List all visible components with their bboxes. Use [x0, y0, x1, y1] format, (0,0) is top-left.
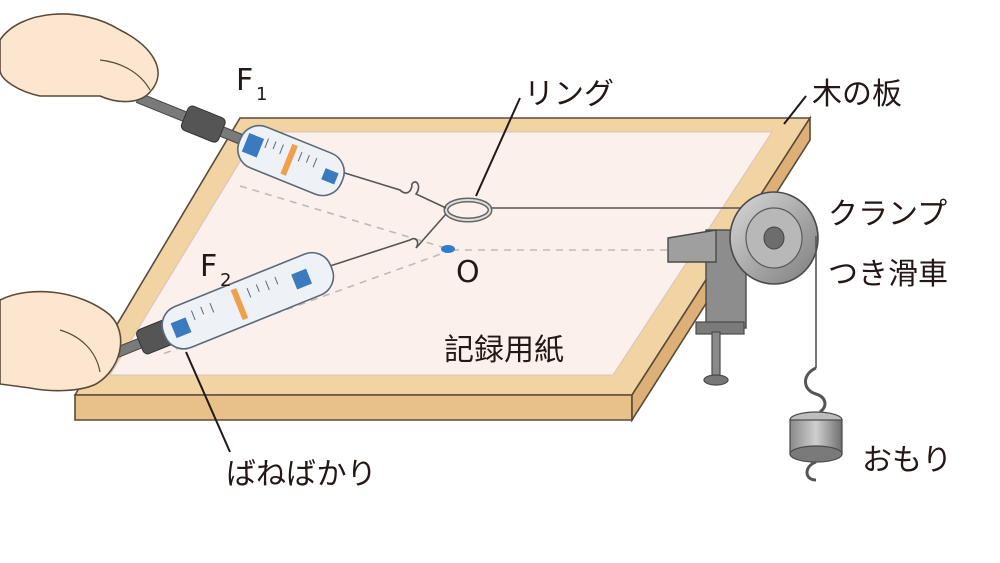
- label-weight: おもり: [862, 443, 952, 478]
- label-f1: F: [236, 63, 253, 98]
- label-f2-subscript: 2: [220, 270, 231, 291]
- hand-lower: [0, 290, 122, 392]
- weight: [789, 366, 843, 482]
- ring: [443, 197, 493, 223]
- label-origin: O: [456, 255, 480, 290]
- clamp-pulley: [667, 191, 819, 386]
- origin-marker: [441, 245, 455, 253]
- leader-lines: [185, 95, 807, 453]
- scale-strings: [329, 169, 447, 267]
- label-pulley-line1: クランプ: [828, 197, 947, 232]
- label-spring-scale: ばねばかり: [226, 457, 377, 492]
- label-board: 木の板: [812, 77, 902, 112]
- label-ring: リング: [524, 77, 614, 112]
- label-pulley-line2: つき滑車: [828, 257, 948, 292]
- label-f1-subscript: 1: [256, 84, 267, 105]
- label-recording-paper: 記録用紙: [444, 333, 564, 368]
- label-f2: F: [200, 249, 217, 284]
- hand-upper: [0, 13, 159, 103]
- spring-scale-f1: [135, 92, 345, 197]
